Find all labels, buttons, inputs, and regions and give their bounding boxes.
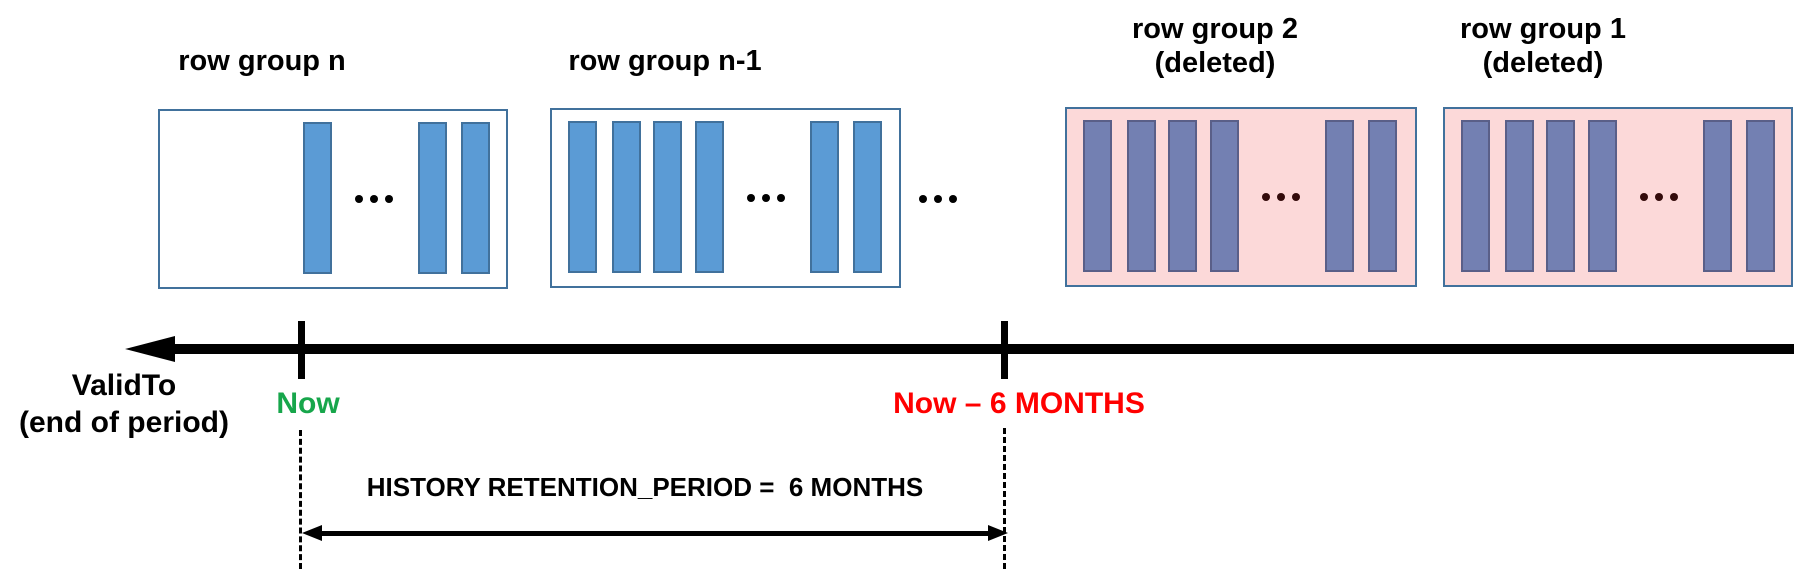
row-bar	[1505, 120, 1534, 272]
row-bar	[568, 121, 597, 273]
row-group-n1-box	[550, 108, 901, 288]
timeline-left-arrowhead-icon	[125, 336, 175, 362]
row-bar	[612, 121, 641, 273]
row-bar	[853, 121, 882, 273]
cutoff-marker-label: Now – 6 MONTHS	[893, 387, 1145, 420]
row-group-1-deleted-text: (deleted)	[1482, 47, 1604, 79]
retention-range-left-arrowhead-icon	[302, 525, 322, 541]
timeline-axis	[158, 344, 1794, 354]
row-group-2-deleted-text: (deleted)	[1154, 47, 1276, 79]
validto-line2: (end of period)	[19, 406, 229, 439]
row-bar	[1461, 120, 1490, 272]
row-bar	[1546, 120, 1575, 272]
now-marker-label: Now	[276, 387, 340, 420]
row-group-n-label-text: row group n	[178, 45, 346, 77]
ellipsis-dots	[1640, 193, 1678, 201]
retention-range-arrow	[316, 531, 994, 536]
row-bar	[653, 121, 682, 273]
validto-axis-label: ValidTo (end of period)	[14, 367, 234, 441]
row-bar	[1703, 120, 1732, 272]
row-bar	[1325, 120, 1354, 272]
row-group-2-label: row group 2 (deleted)	[1095, 12, 1335, 80]
row-group-2-box-deleted	[1065, 107, 1417, 287]
row-bar	[1127, 120, 1156, 272]
ellipsis-dots	[1262, 193, 1300, 201]
ellipsis-dots	[747, 194, 785, 202]
row-bar	[810, 121, 839, 273]
validto-line1: ValidTo	[71, 369, 177, 402]
now-tick	[298, 321, 305, 379]
row-bar	[695, 121, 724, 273]
row-group-1-label: row group 1 (deleted)	[1423, 12, 1663, 80]
row-group-n1-label: row group n-1	[545, 44, 785, 78]
row-group-1-box-deleted	[1443, 107, 1793, 287]
retention-period-annotation: HISTORY RETENTION_PERIOD = 6 MONTHS	[366, 472, 924, 502]
row-bar	[1368, 120, 1397, 272]
row-group-2-label-text: row group 2	[1132, 13, 1298, 45]
row-group-n1-label-text: row group n-1	[568, 45, 762, 77]
cutoff-dashed-dropline	[1003, 428, 1006, 569]
row-bar	[1083, 120, 1112, 272]
row-group-n-box	[158, 109, 508, 289]
row-bar	[1588, 120, 1617, 272]
row-group-n-label: row group n	[152, 44, 372, 78]
row-bar	[1210, 120, 1239, 272]
now-dashed-dropline	[299, 430, 302, 569]
retention-range-right-arrowhead-icon	[988, 525, 1008, 541]
row-group-1-label-text: row group 1	[1460, 13, 1626, 45]
ellipsis-dots-between-groups	[919, 195, 957, 203]
row-bar	[461, 122, 490, 274]
row-bar	[1168, 120, 1197, 272]
row-bar	[1746, 120, 1775, 272]
ellipsis-dots	[355, 195, 393, 203]
cutoff-tick	[1001, 321, 1008, 379]
row-bar	[303, 122, 332, 274]
row-bar	[418, 122, 447, 274]
